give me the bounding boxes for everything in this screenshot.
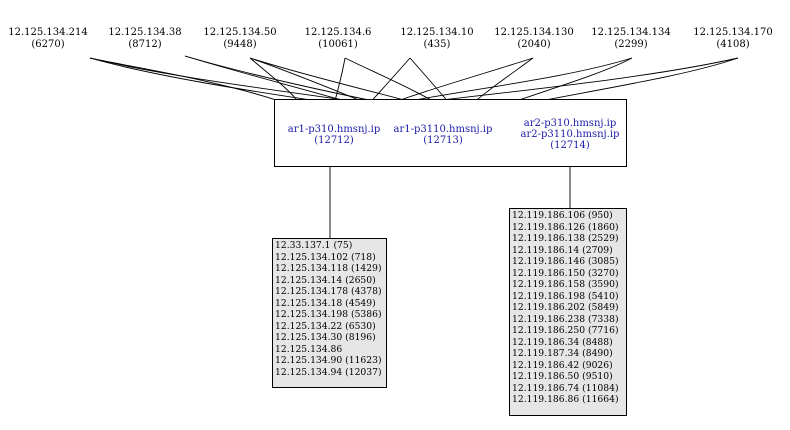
list-item: 12.119.186.86 (11664) xyxy=(512,394,619,405)
list-item: 12.119.186.238 (7338) xyxy=(512,313,619,325)
node-ip: 12.125.134.170 xyxy=(693,27,773,38)
router-3[interactable]: ar2-p310.hmsnj.ip ar2-p3110.hmsnj.ip (12… xyxy=(511,118,629,151)
top-node-6[interactable]: 12.125.134.130 (2040) xyxy=(489,27,579,51)
list-item: 12.119.186.74 (11084) xyxy=(512,382,619,394)
list-item: 12.125.134.178 (4378) xyxy=(275,286,382,297)
top-node-5[interactable]: 12.125.134.10 (435) xyxy=(392,27,482,51)
router-id: (12712) xyxy=(314,135,354,146)
top-node-2[interactable]: 12.125.134.38 (8712) xyxy=(100,27,190,51)
list-item: 12.119.186.138 (2529) xyxy=(512,233,619,244)
list-item: 12.125.134.198 (5386) xyxy=(275,309,382,320)
list-item: 12.119.186.34 (8488) xyxy=(512,336,613,348)
list-item: 12.119.187.34 (8490) xyxy=(512,348,613,359)
list-item: 12.125.134.22 (6530) xyxy=(275,320,376,332)
router-name: ar1-p3110.hmsnj.ip xyxy=(393,124,493,135)
list-item: 12.119.186.150 (3270) xyxy=(512,267,619,279)
list-item: 12.119.186.250 (7716) xyxy=(512,325,619,336)
list-item: 12.119.186.158 (3590) xyxy=(512,279,619,290)
node-id: (4108) xyxy=(716,39,750,50)
list-item: 12.125.134.86 xyxy=(275,343,343,355)
router-name: ar1-p310.hmsnj.ip xyxy=(287,124,381,135)
node-id: (2040) xyxy=(517,39,551,50)
node-id: (6270) xyxy=(31,39,65,50)
list-item: 12.119.186.146 (3085) xyxy=(512,256,619,267)
left-prefix-list: 12.33.137.1 (75) 12.125.134.102 (718) 12… xyxy=(272,238,387,388)
list-item: 12.119.186.202 (5849) xyxy=(512,302,619,313)
top-node-4[interactable]: 12.125.134.6 (10061) xyxy=(293,27,383,51)
node-ip: 12.125.134.38 xyxy=(108,27,182,38)
top-node-7[interactable]: 12.125.134.134 (2299) xyxy=(586,27,676,51)
node-id: (8712) xyxy=(128,39,162,50)
list-item: 12.33.137.1 (75) xyxy=(275,240,353,251)
router-id: (12713) xyxy=(423,135,463,146)
list-item: 12.125.134.30 (8196) xyxy=(275,332,376,343)
list-item: 12.125.134.94 (12037) xyxy=(275,366,382,378)
router-name: ar2-p310.hmsnj.ip xyxy=(523,118,617,129)
list-item: 12.119.186.106 (950) xyxy=(512,210,613,221)
router-2[interactable]: ar1-p3110.hmsnj.ip (12713) xyxy=(383,124,503,146)
list-item: 12.125.134.102 (718) xyxy=(275,251,376,263)
list-item: 12.119.186.14 (2709) xyxy=(512,244,613,256)
list-item: 12.119.186.198 (5410) xyxy=(512,290,619,302)
node-ip: 12.125.134.10 xyxy=(400,27,474,38)
router-group-box: ar1-p310.hmsnj.ip (12712) ar1-p3110.hmsn… xyxy=(274,99,627,167)
list-item: 12.119.186.42 (9026) xyxy=(512,359,613,371)
list-item: 12.125.134.18 (4549) xyxy=(275,297,376,309)
list-item: 12.125.134.14 (2650) xyxy=(275,274,376,286)
list-item: 12.119.186.50 (9510) xyxy=(512,371,613,382)
router-name: ar2-p3110.hmsnj.ip xyxy=(520,129,620,140)
node-ip: 12.125.134.214 xyxy=(8,27,88,38)
node-ip: 12.125.134.6 xyxy=(304,27,372,38)
top-node-8[interactable]: 12.125.134.170 (4108) xyxy=(688,27,778,51)
top-node-3[interactable]: 12.125.134.50 (9448) xyxy=(195,27,285,51)
router-id: (12714) xyxy=(550,140,590,151)
node-id: (9448) xyxy=(223,39,257,50)
node-ip: 12.125.134.130 xyxy=(494,27,574,38)
node-id: (435) xyxy=(423,39,451,50)
list-item: 12.125.134.118 (1429) xyxy=(275,263,382,274)
node-ip: 12.125.134.134 xyxy=(591,27,671,38)
router-1[interactable]: ar1-p310.hmsnj.ip (12712) xyxy=(275,124,393,146)
top-node-1[interactable]: 12.125.134.214 (6270) xyxy=(3,27,93,51)
right-prefix-list: 12.119.186.106 (950) 12.119.186.126 (186… xyxy=(509,208,627,416)
node-id: (10061) xyxy=(318,39,358,50)
node-id: (2299) xyxy=(614,39,648,50)
node-ip: 12.125.134.50 xyxy=(203,27,277,38)
list-item: 12.125.134.90 (11623) xyxy=(275,355,382,366)
list-item: 12.119.186.126 (1860) xyxy=(512,221,619,233)
